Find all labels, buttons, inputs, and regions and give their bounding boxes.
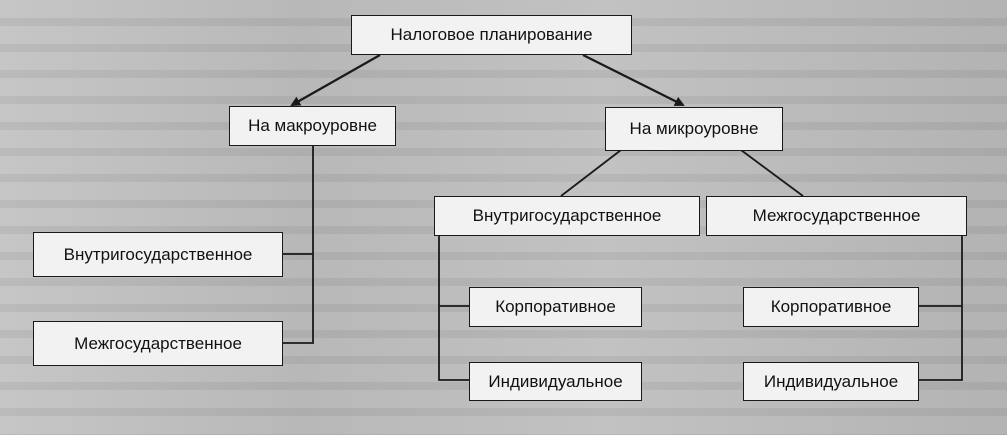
macro-spine bbox=[283, 146, 314, 344]
node-macro-interstate: Межгосударственное bbox=[33, 321, 283, 366]
micro-to-right-group bbox=[740, 149, 804, 197]
node-right-corporate: Корпоративное bbox=[743, 287, 919, 327]
node-macro: На макроуровне bbox=[229, 106, 396, 146]
node-micro-interstate: Межгосударственное bbox=[706, 196, 967, 236]
node-root: Налоговое планирование bbox=[351, 15, 632, 55]
node-left-corporate: Корпоративное bbox=[469, 287, 642, 327]
arrow-root-to-macro bbox=[290, 54, 381, 106]
left-group-spine bbox=[438, 236, 469, 381]
node-micro-internal: Внутригосударственное bbox=[434, 196, 700, 236]
node-micro: На микроуровне bbox=[605, 107, 783, 151]
arrow-root-to-micro bbox=[582, 54, 685, 106]
node-right-individual: Индивидуальное bbox=[743, 362, 919, 401]
node-macro-internal: Внутригосударственное bbox=[33, 232, 283, 277]
right-group-spine bbox=[919, 236, 963, 381]
micro-to-left-group bbox=[560, 149, 622, 197]
node-left-individual: Индивидуальное bbox=[469, 362, 642, 401]
